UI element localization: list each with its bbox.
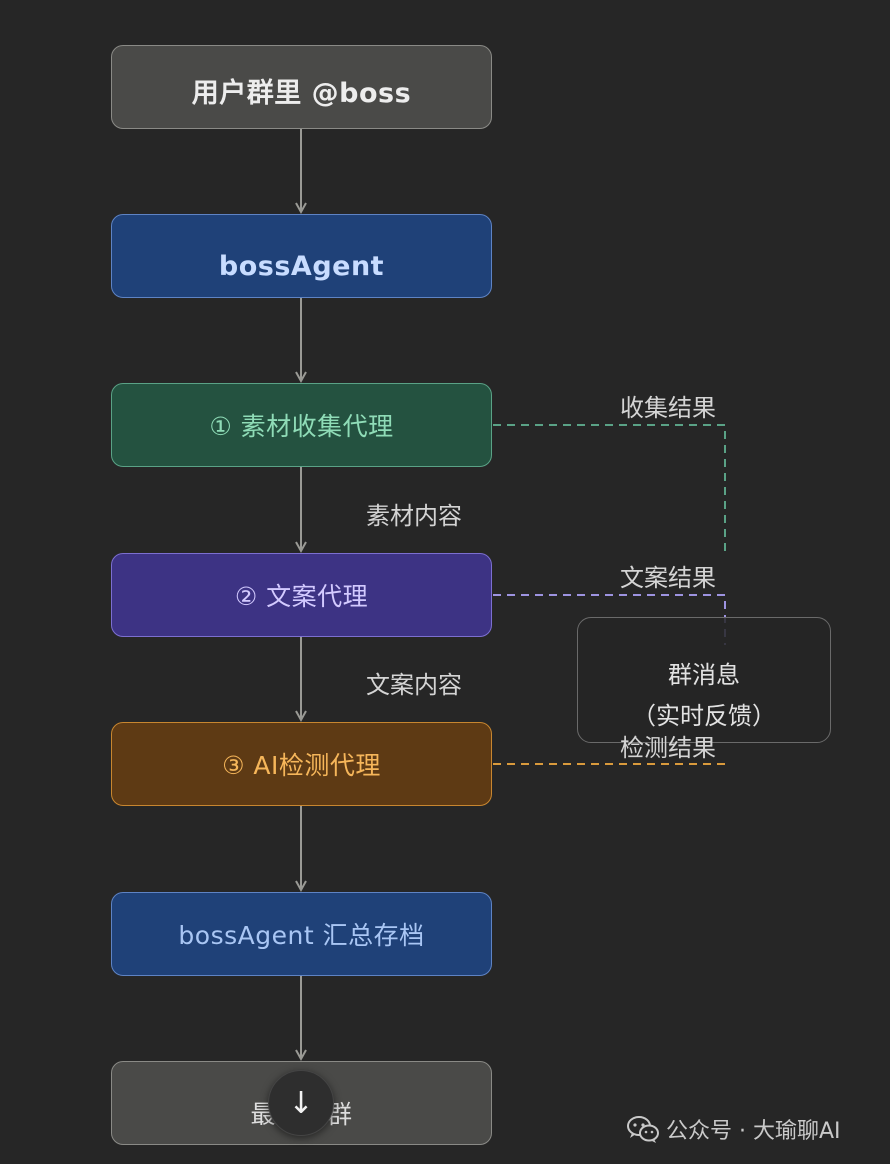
node-collect-label: ① 素材收集代理 <box>209 412 394 441</box>
node-user-label: 用户群里 @boss <box>191 77 412 109</box>
group-message-title: 群消息 <box>668 661 740 689</box>
watermark-text: 公众号 · 大瑜聊AI <box>666 1119 841 1144</box>
edge-label-collect-result: 收集结果 <box>620 394 716 422</box>
edge-label-copytext: 文案内容 <box>366 671 462 699</box>
group-message-node: 群消息 （实时反馈） <box>577 617 831 743</box>
wechat-icon <box>627 1116 659 1143</box>
node-archive-label: bossAgent 汇总存档 <box>178 921 425 950</box>
arrow-down-icon: ↓ <box>288 1085 314 1121</box>
node-boss-label: bossAgent <box>218 250 385 282</box>
node-ai-label: ③ AI检测代理 <box>222 751 381 780</box>
dash-copy-to-group <box>493 594 726 645</box>
scroll-down-button[interactable]: ↓ <box>268 1070 334 1136</box>
node-user-mention: 用户群里 @boss <box>111 45 492 129</box>
node-copy-label: ② 文案代理 <box>234 582 369 611</box>
edge-label-ai-result: 检测结果 <box>620 734 716 762</box>
edge-label-material: 素材内容 <box>366 502 462 530</box>
node-copywriting-agent: ② 文案代理 <box>111 553 492 637</box>
node-boss-agent: bossAgent <box>111 214 492 298</box>
node-material-collection-agent: ① 素材收集代理 <box>111 383 492 467</box>
watermark: 公众号 · 大瑜聊AI <box>626 1112 841 1146</box>
node-boss-archive: bossAgent 汇总存档 <box>111 892 492 976</box>
dash-collect-to-group <box>493 424 726 555</box>
node-ai-detection-agent: ③ AI检测代理 <box>111 722 492 806</box>
group-message-subtitle: （实时反馈） <box>632 702 776 730</box>
edge-label-copy-result: 文案结果 <box>620 564 716 592</box>
